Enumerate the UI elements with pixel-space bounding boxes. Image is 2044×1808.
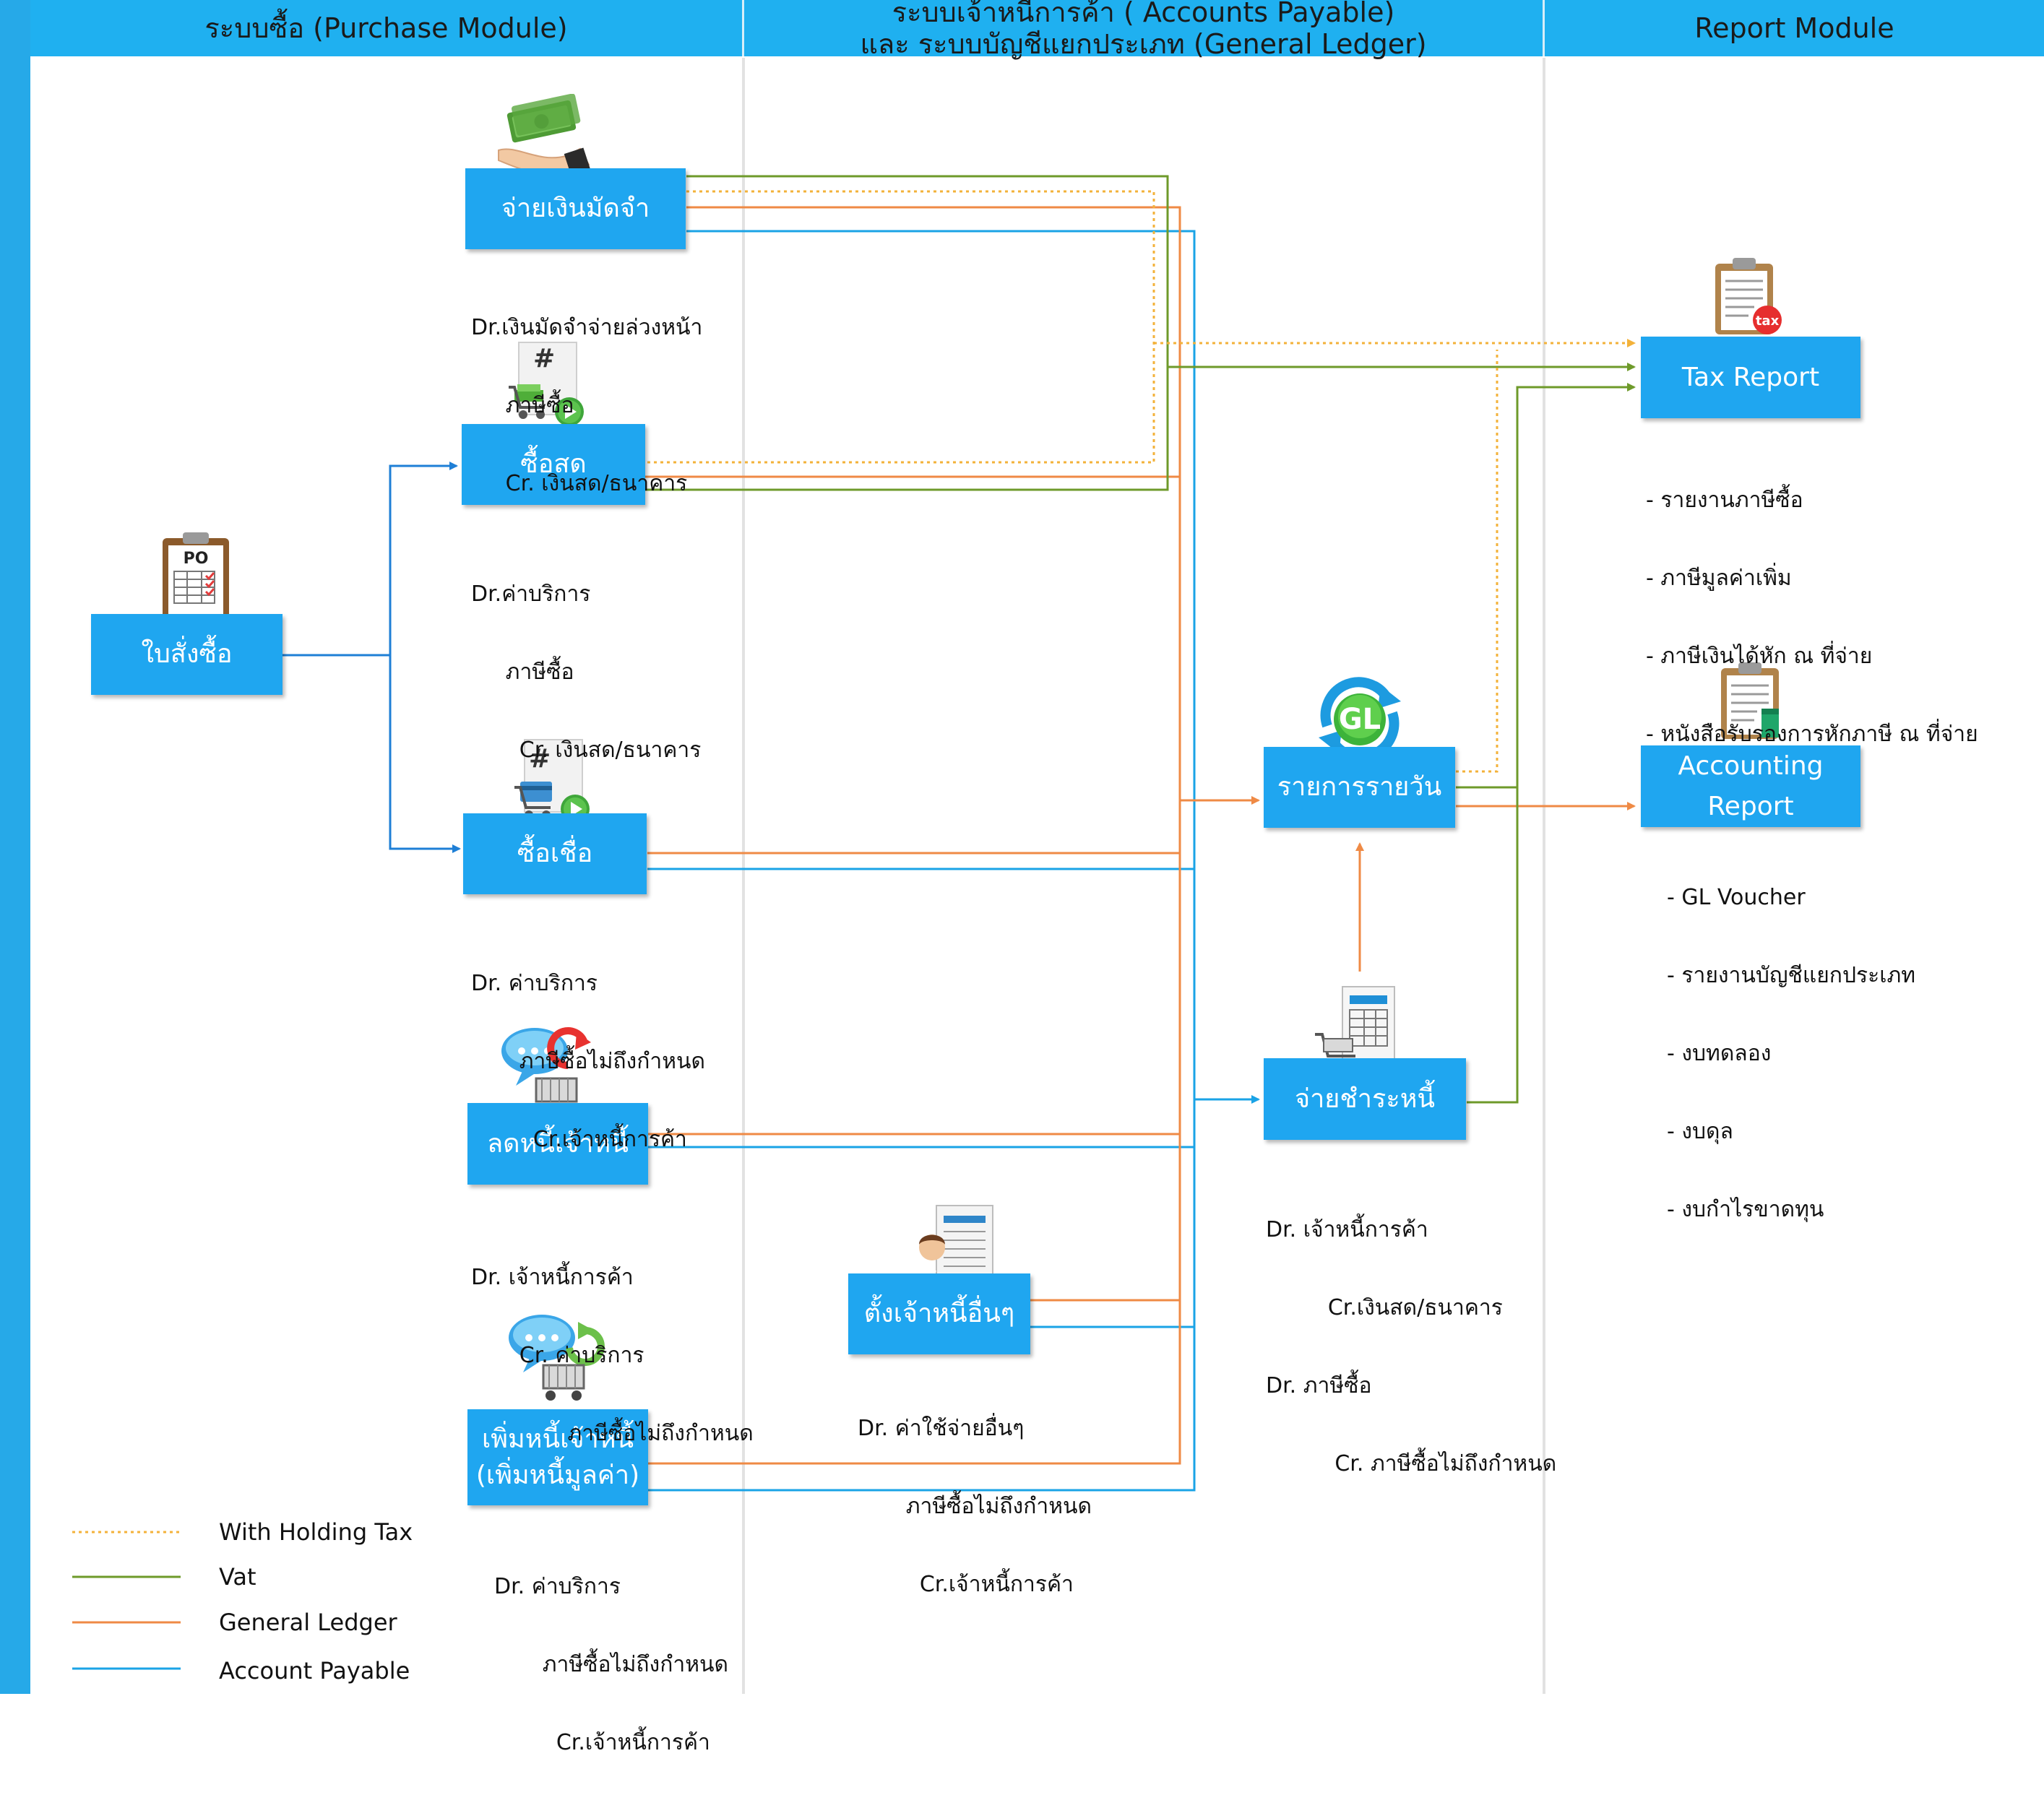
lane-header-purchase: ระบบซื้อ (Purchase Module): [30, 0, 744, 56]
chat-cart-add-icon: [509, 1315, 605, 1401]
debit-note-box[interactable]: ลดหนี้เจ้าหนี้: [467, 1103, 648, 1185]
payment-entry-line: Cr. ภาษีซื้อไม่ถึงกำหนด: [1266, 1451, 1557, 1476]
payment-box[interactable]: จ่ายชำระหนี้: [1264, 1058, 1466, 1140]
cash-purchase-entry-line: Dr.ค่าบริการ: [471, 581, 591, 607]
cash-purchase-label: ซื้อสด: [520, 449, 587, 479]
po-flow-lines: [283, 462, 461, 853]
tax-report-label: Tax Report: [1681, 362, 1820, 392]
credit-purchase-entry-note: Dr. ค่าบริการ ภาษีซื้อไม่ถึงกำหนด Cr.เจ้…: [471, 919, 705, 1205]
cart-document-play-icon: #: [509, 342, 584, 426]
credit-purchase-label: ซื้อเชื่อ: [517, 839, 593, 868]
lane-title-report: Report Module: [1694, 12, 1894, 44]
credit-purchase-entry-line: ภาษีซื้อไม่ถึงกำหนด: [471, 1049, 705, 1074]
tax-report-item: - รายงานภาษีซื้อ: [1646, 488, 1803, 513]
withholding-tax-lines: [645, 190, 1636, 773]
businessman-document-icon: [912, 1205, 993, 1294]
general-ledger-lines: [645, 206, 1636, 1465]
other-payable-entry-line: Cr.เจ้าหนี้การค้า: [858, 1572, 1074, 1597]
other-payable-entry-line: ภาษีซื้อไม่ถึงกำหนด: [858, 1494, 1092, 1519]
credit-purchase-entry-line: Dr. ค่าบริการ: [471, 971, 598, 996]
cash-purchase-entry-note: Dr.ค่าบริการ ภาษีซื้อ Cr. เงินสด/ธนาคาร: [471, 529, 701, 816]
po-icon-label: PO: [184, 550, 209, 568]
deposit-entry-line: ภาษีซื้อ: [471, 393, 574, 418]
accounting-report-sublabel: Report: [1707, 791, 1794, 821]
accounting-report-list: - GL Voucher - รายงานบัญชีแยกประเภท - งบ…: [1667, 833, 1915, 1275]
legend-label-vat: Vat: [219, 1563, 256, 1591]
purchase-order-box[interactable]: ใบสั่งซื้อ: [91, 614, 283, 695]
svg-text:#: #: [529, 744, 551, 774]
journal-label: รายการรายวัน: [1277, 772, 1442, 802]
payment-label: จ่ายชำระหนี้: [1294, 1083, 1436, 1114]
other-payable-entry-line: Dr. ค่าใช้จ่ายอื่นๆ: [858, 1416, 1025, 1441]
money-hand-icon: [498, 94, 591, 176]
cart-invoice-icon: [1315, 986, 1395, 1070]
debit-note-entry-line: ภาษีซื้อไม่ถึงกำหนด: [471, 1421, 754, 1446]
payment-entry-note: Dr. เจ้าหนี้การค้า Cr.เงินสด/ธนาคาร Dr. …: [1266, 1165, 1556, 1529]
vat-lines: [645, 175, 1636, 1104]
credit-purchase-entry-line: Cr.เจ้าหนี้การค้า: [471, 1127, 687, 1152]
credit-note-label: เพิ่มหนี้เจ้าหนี้: [481, 1424, 634, 1454]
lane-divider-2: [1543, 58, 1545, 1694]
credit-note-entry-line: Dr. ค่าบริการ: [494, 1574, 621, 1599]
deposit-entry-line: Cr. เงินสด/ธนาคาร: [471, 471, 688, 496]
tax-report-item: - ภาษีมูลค่าเพิ่ม: [1646, 566, 1792, 591]
legend-label-withholding-tax: With Holding Tax: [219, 1518, 413, 1546]
tax-icon-label: tax: [1756, 313, 1780, 329]
lane-title-ap: ระบบเจ้าหนี้การค้า ( Accounts Payable): [892, 0, 1395, 28]
accounting-report-item: - งบดุล: [1667, 1119, 1733, 1144]
accounting-report-box[interactable]: Accounting Report: [1641, 745, 1860, 827]
po-clipboard-icon: PO: [163, 532, 229, 622]
tax-report-box[interactable]: Tax Report: [1641, 337, 1860, 418]
credit-note-box[interactable]: เพิ่มหนี้เจ้าหนี้ (เพิ่มหนี้มูลค่า): [467, 1409, 648, 1505]
credit-note-entry-note: Dr. ค่าบริการ ภาษีซื้อไม่ถึงกำหนด Cr.เจ้…: [494, 1522, 728, 1808]
svg-text:#: #: [533, 344, 555, 373]
tax-report-item: - หนังสือรับรองการหักภาษี ณ ที่จ่าย: [1646, 722, 1978, 747]
flow-diagram: ระบบซื้อ (Purchase Module) ระบบเจ้าหนี้ก…: [0, 0, 2044, 1755]
payment-entry-line: Cr.เงินสด/ธนาคาร: [1266, 1295, 1503, 1320]
account-payable-lines: [647, 230, 1260, 1492]
debit-note-entry-note: Dr. เจ้าหนี้การค้า Cr. ค่าบริการ ภาษีซื้…: [471, 1213, 754, 1499]
debit-note-label: ลดหนี้เจ้าหนี้: [487, 1128, 629, 1159]
lane-header-report: Report Module: [1545, 0, 2044, 56]
lane-header-ap-gl: ระบบเจ้าหนี้การค้า ( Accounts Payable) แ…: [744, 0, 1545, 60]
payment-entry-line: Dr. เจ้าหนี้การค้า: [1266, 1217, 1428, 1242]
deposit-payment-label: จ่ายเงินมัดจำ: [501, 194, 650, 223]
other-payable-label: ตั้งเจ้าหนี้อื่นๆ: [863, 1299, 1015, 1328]
tax-report-list: - รายงานภาษีซื้อ - ภาษีมูลค่าเพิ่ม - ภาษ…: [1646, 436, 1978, 800]
credit-note-sublabel: (เพิ่มหนี้มูลค่า): [475, 1460, 640, 1490]
legend-label-general-ledger: General Ledger: [219, 1609, 397, 1636]
accounting-report-item: - GL Voucher: [1667, 885, 1806, 910]
tax-clipboard-icon: tax: [1715, 258, 1782, 334]
accounting-report-item: - งบกำไรขาดทุน: [1667, 1197, 1824, 1222]
debit-note-entry-line: Cr. ค่าบริการ: [471, 1343, 644, 1368]
accounting-report-item: - งบทดลอง: [1667, 1041, 1772, 1066]
connector-layer: [72, 175, 1636, 1670]
credit-purchase-box[interactable]: ซื้อเชื่อ: [463, 813, 647, 894]
cash-purchase-entry-line: ภาษีซื้อ: [471, 659, 574, 685]
lane-divider-1: [742, 58, 745, 1694]
journal-box[interactable]: รายการรายวัน: [1264, 747, 1455, 828]
deposit-payment-box[interactable]: จ่ายเงินมัดจำ: [465, 168, 686, 249]
deposit-entry-line: Dr.เงินมัดจำจ่ายล่วงหน้า: [471, 315, 703, 340]
credit-note-entry-line: Cr.เจ้าหนี้การค้า: [494, 1730, 710, 1755]
other-payable-box[interactable]: ตั้งเจ้าหนี้อื่นๆ: [848, 1273, 1030, 1354]
accounting-report-item: - รายงานบัญชีแยกประเภท: [1667, 963, 1916, 988]
tax-report-item: - ภาษีเงินได้หัก ณ ที่จ่าย: [1646, 644, 1873, 669]
report-clipboard-icon: [1721, 662, 1779, 739]
lane-title-purchase: ระบบซื้อ (Purchase Module): [204, 12, 568, 44]
accounting-report-label: Accounting: [1678, 751, 1824, 781]
deposit-entry-note: Dr.เงินมัดจำจ่ายล่วงหน้า ภาษีซื้อ Cr. เง…: [471, 263, 702, 549]
debit-note-entry-line: Dr. เจ้าหนี้การค้า: [471, 1265, 634, 1290]
legend-label-account-payable: Account Payable: [219, 1657, 410, 1684]
other-payable-entry-note: Dr. ค่าใช้จ่ายอื่นๆ ภาษีซื้อไม่ถึงกำหนด …: [858, 1364, 1092, 1650]
left-rail: [0, 0, 30, 1694]
lane-title-gl: และ ระบบบัญชีแยกประเภท (General Ledger): [860, 28, 1427, 60]
gl-icon-label: GL: [1339, 703, 1381, 736]
purchase-order-label: ใบสั่งซื้อ: [141, 639, 233, 669]
credit-note-entry-line: ภาษีซื้อไม่ถึงกำหนด: [494, 1652, 728, 1677]
cash-purchase-box[interactable]: ซื้อสด: [462, 424, 645, 505]
cash-purchase-entry-line: Cr. เงินสด/ธนาคาร: [471, 738, 702, 763]
payment-entry-line: Dr. ภาษีซื้อ: [1266, 1373, 1372, 1398]
